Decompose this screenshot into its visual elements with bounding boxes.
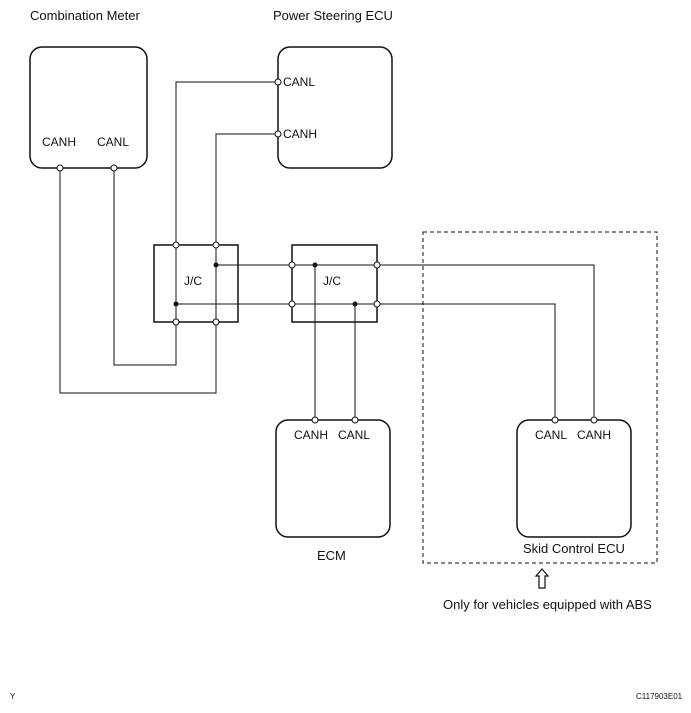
wire-ps-canl <box>175 81 278 245</box>
jc-left-splice-canh <box>213 262 219 268</box>
ecm-canh-pin <box>311 416 319 424</box>
wire-meter-canl <box>113 168 177 366</box>
skid-control-ecu-canl-pin <box>551 416 559 424</box>
combination-meter-title: Combination Meter <box>30 8 140 23</box>
footer-left-code: Y <box>10 692 16 701</box>
junction-connector-left-box <box>153 244 239 323</box>
jc-right-splice-canh <box>312 262 318 268</box>
jc-left-pin-top-canh <box>212 241 220 249</box>
junction-connector-right-label: J/C <box>323 274 341 288</box>
power-steering-ecu-box <box>277 46 393 169</box>
ecm-canl-label: CANL <box>338 428 370 442</box>
combination-meter-canh-pin <box>56 164 64 172</box>
combination-meter-canh-label: CANH <box>42 135 76 149</box>
jc-left-splice-canl <box>173 301 179 307</box>
power-steering-ecu-canh-pin <box>274 130 282 138</box>
skid-control-ecu-canl-label: CANL <box>535 428 567 442</box>
jc-left-pin-bottom-canh <box>212 318 220 326</box>
abs-note: Only for vehicles equipped with ABS <box>443 568 652 612</box>
jc-left-pin-top-canl <box>172 241 180 249</box>
combination-meter-canl-pin <box>110 164 118 172</box>
abs-option-region <box>422 231 658 564</box>
power-steering-ecu-title: Power Steering ECU <box>273 8 393 23</box>
junction-connector-right-box <box>291 244 378 323</box>
wire-ps-canh <box>215 133 278 245</box>
jc-left-pin-bottom-canl <box>172 318 180 326</box>
skid-control-ecu: CANL CANH Skid Control ECU <box>516 416 632 556</box>
footer-figure-id: C117903E01 <box>636 692 683 701</box>
power-steering-ecu-canh-label: CANH <box>283 127 317 141</box>
ecm-canl-pin <box>351 416 359 424</box>
wire-skid-canh <box>377 264 595 420</box>
power-steering-ecu: Power Steering ECU CANL CANH <box>273 8 393 169</box>
combination-meter-canl-label: CANL <box>97 135 129 149</box>
jc-right-pin-left-canh <box>288 261 296 269</box>
wiring <box>59 81 595 420</box>
abs-note-text: Only for vehicles equipped with ABS <box>443 597 652 612</box>
junction-connector-right: J/C <box>288 244 381 323</box>
up-arrow-icon <box>534 568 550 589</box>
jc-right-pin-right-canl <box>373 300 381 308</box>
combination-meter-box <box>29 46 148 169</box>
skid-control-ecu-box <box>516 419 632 538</box>
power-steering-ecu-canl-label: CANL <box>283 75 315 89</box>
combination-meter: Combination Meter CANH CANL <box>29 8 148 172</box>
junction-connector-left-label: J/C <box>184 274 202 288</box>
jc-right-splice-canl <box>352 301 358 307</box>
ecm-canh-label: CANH <box>294 428 328 442</box>
skid-control-ecu-canh-pin <box>590 416 598 424</box>
jc-right-pin-left-canl <box>288 300 296 308</box>
ecm-title: ECM <box>317 548 346 563</box>
skid-control-ecu-canh-label: CANH <box>577 428 611 442</box>
wire-meter-canh <box>59 168 217 394</box>
skid-control-ecu-title: Skid Control ECU <box>523 541 625 556</box>
ecm: CANH CANL ECM <box>275 416 391 563</box>
ecm-box <box>275 419 391 538</box>
jc-right-pin-right-canh <box>373 261 381 269</box>
power-steering-ecu-canl-pin <box>274 78 282 86</box>
junction-connector-left: J/C <box>153 241 239 326</box>
wire-skid-canl <box>377 303 556 420</box>
